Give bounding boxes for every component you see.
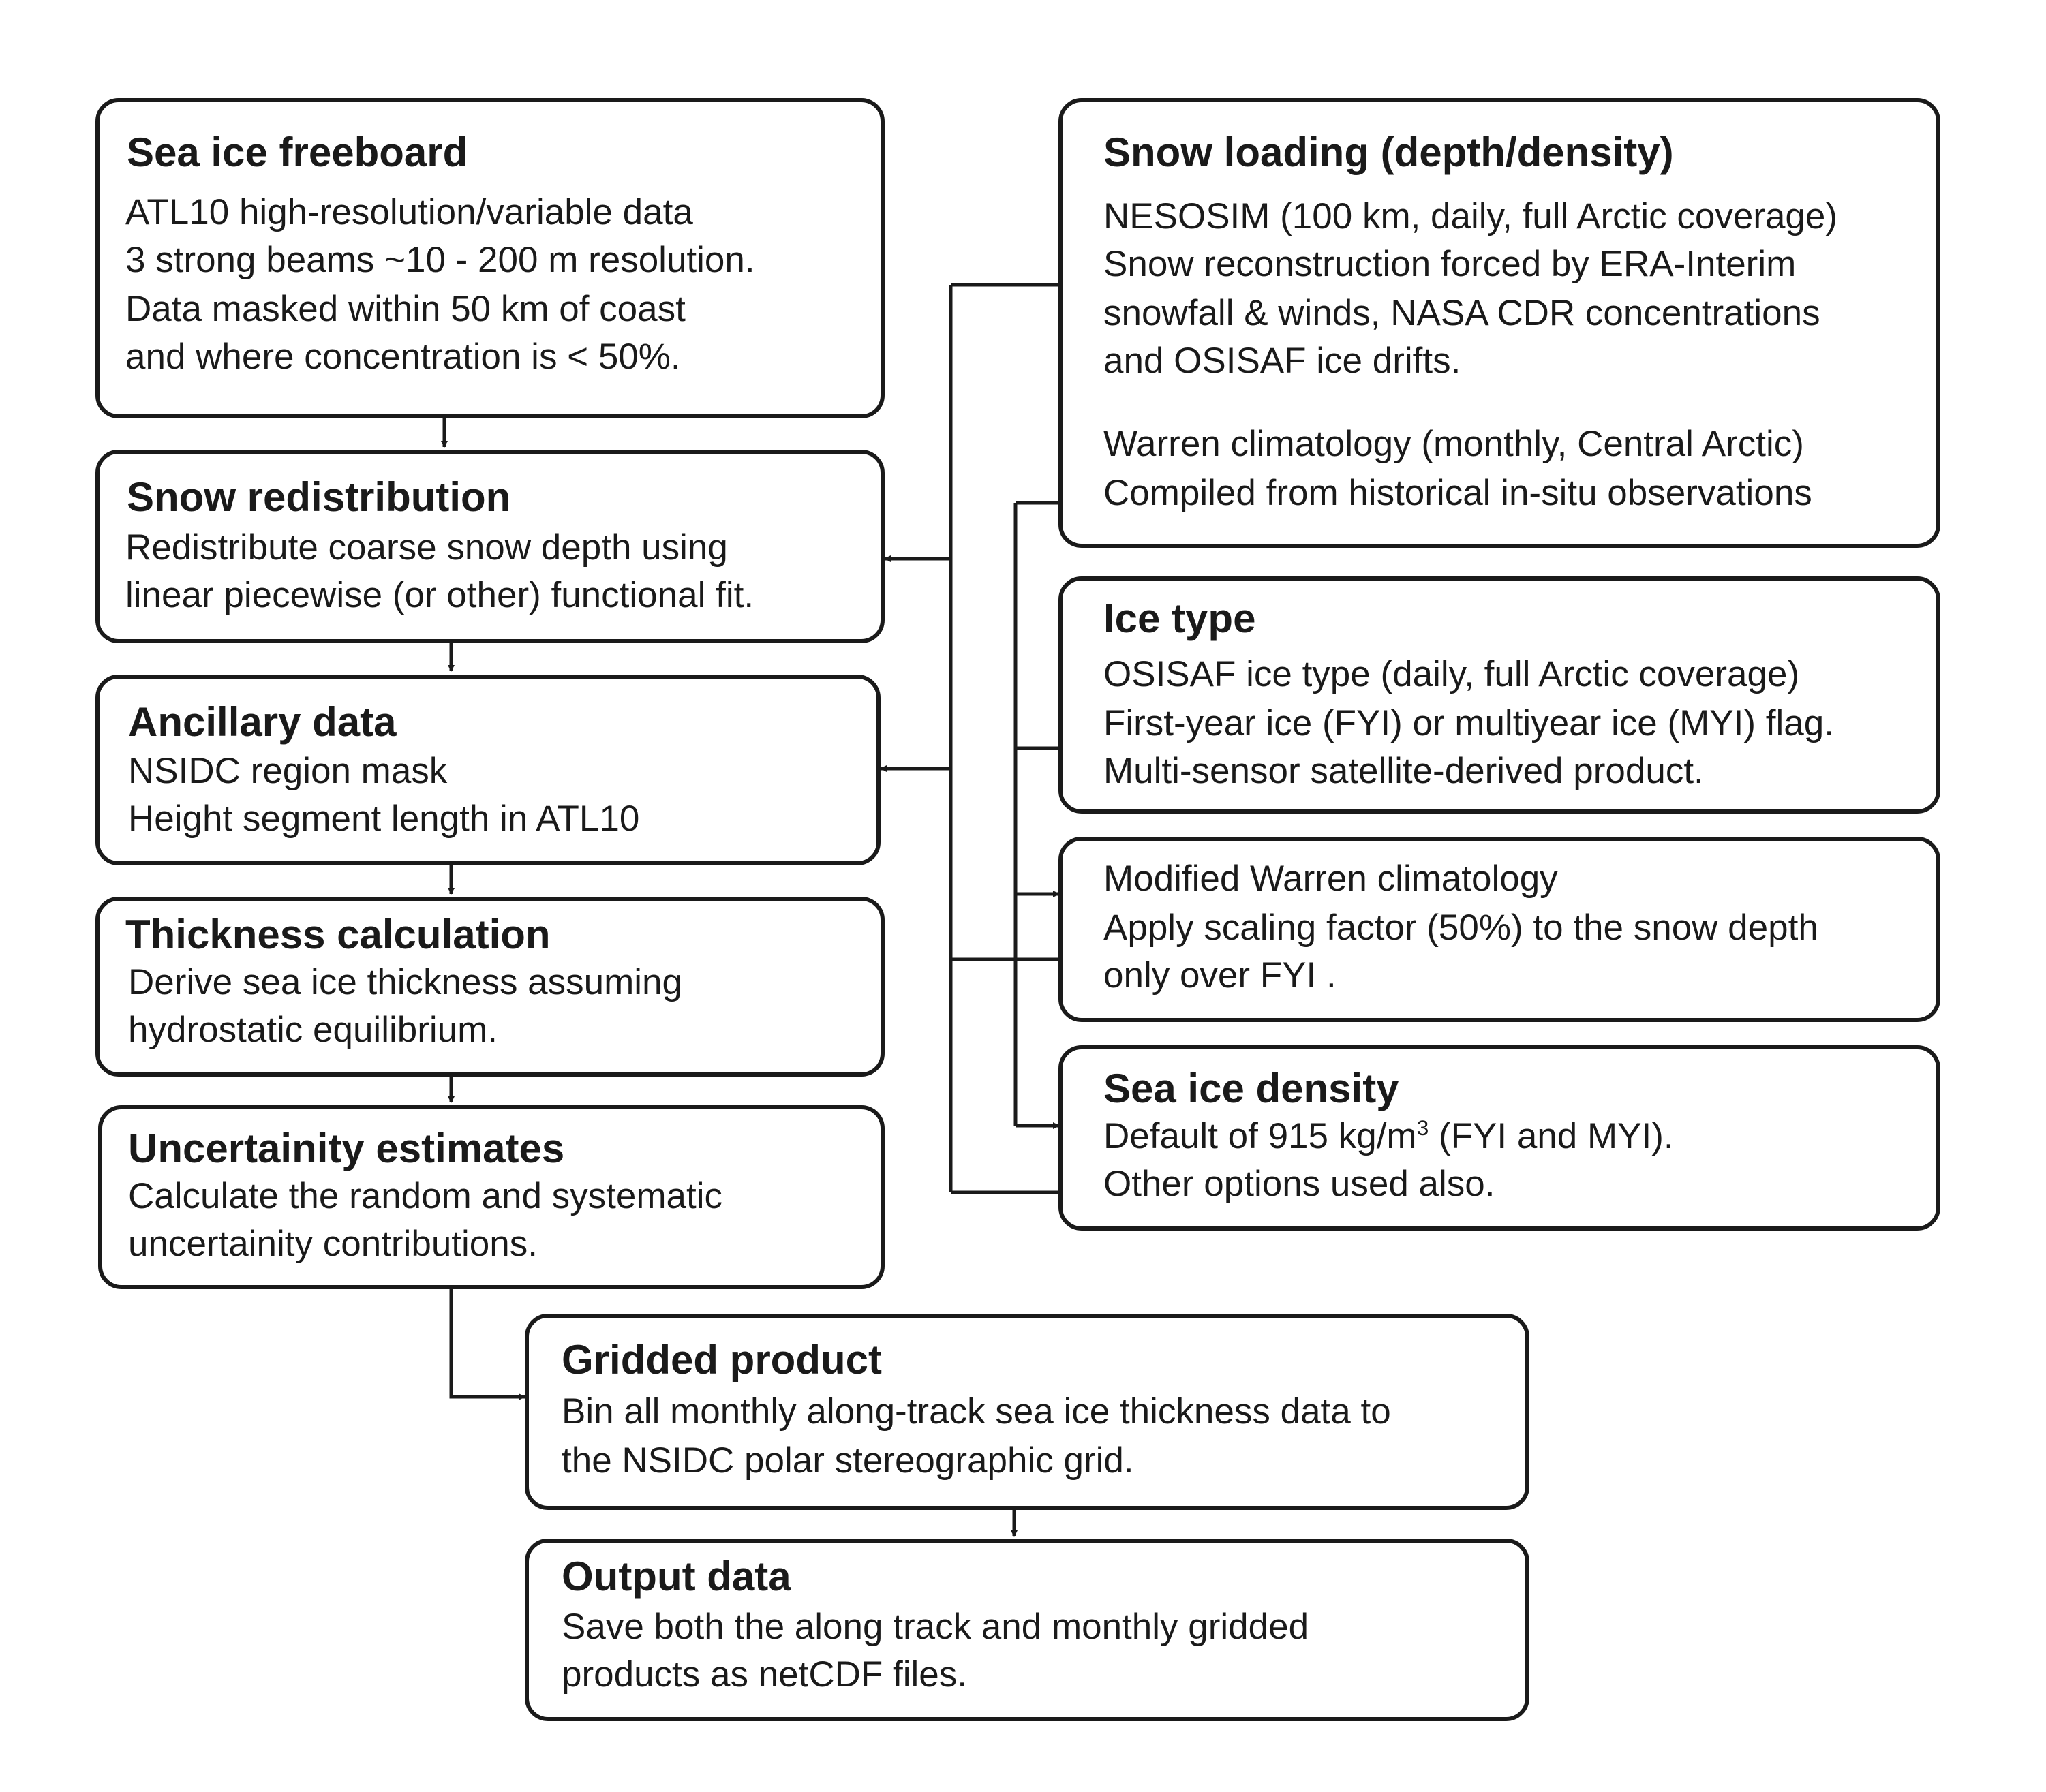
box-title: Snow redistribution	[127, 474, 511, 520]
box-text-line: Redistribute coarse snow depth using	[125, 527, 728, 568]
box-sea-ice-density: Sea ice density Default of 915 kg/m3 (FY…	[1058, 1045, 1940, 1231]
box-text-line: Warren climatology (monthly, Central Arc…	[1103, 424, 1804, 464]
box-title: Ice type	[1103, 596, 1256, 641]
box-title: Thickness calculation	[125, 912, 551, 957]
box-snow-redistribution: Snow redistribution Redistribute coarse …	[95, 450, 885, 643]
box-gridded-product: Gridded product Bin all monthly along-tr…	[525, 1314, 1529, 1510]
box-ice-type: Ice type OSISAF ice type (daily, full Ar…	[1058, 576, 1940, 814]
box-text-line: Multi-sensor satellite-derived product.	[1103, 751, 1704, 791]
box-text-line: Derive sea ice thickness assuming	[128, 962, 683, 1002]
box-text-line: Save both the along track and monthly gr…	[562, 1607, 1309, 1647]
box-text-line: Bin all monthly along-track sea ice thic…	[562, 1391, 1391, 1432]
box-ancillary-data: Ancillary data NSIDC region mask Height …	[95, 675, 881, 865]
box-uncertainity-estimates: Uncertainity estimates Calculate the ran…	[98, 1105, 885, 1289]
box-title: Ancillary data	[128, 699, 397, 745]
box-text-line: and OSISAF ice drifts.	[1103, 341, 1461, 381]
box-thickness-calculation: Thickness calculation Derive sea ice thi…	[95, 897, 885, 1077]
box-text-line: only over FYI .	[1103, 955, 1337, 995]
box-output-data: Output data Save both the along track an…	[525, 1539, 1529, 1721]
box-text-line: Height segment length in ATL10	[128, 799, 640, 839]
box-text-line: First-year ice (FYI) or multiyear ice (M…	[1103, 703, 1834, 743]
box-text-line: Compiled from historical in-situ observa…	[1103, 473, 1812, 513]
box-text-line: products as netCDF files.	[562, 1654, 968, 1695]
box-snow-loading: Snow loading (depth/density) NESOSIM (10…	[1058, 98, 1940, 548]
box-text-line: Apply scaling factor (50%) to the snow d…	[1103, 908, 1818, 948]
box-text-line: Data masked within 50 km of coast	[125, 289, 686, 329]
box-text-line: Calculate the random and systematic	[128, 1176, 722, 1216]
box-text-line: and where concentration is < 50%.	[125, 337, 681, 377]
density-note-text: (FYI and MYI).	[1429, 1116, 1674, 1156]
box-text-line: 3 strong beams ~10 - 200 m resolution.	[125, 240, 755, 280]
box-text-line: Modified Warren climatology	[1103, 859, 1558, 899]
box-text-line: the NSIDC polar stereographic grid.	[562, 1440, 1134, 1481]
box-title: Output data	[562, 1554, 791, 1599]
box-title: Sea ice freeboard	[127, 129, 468, 175]
box-modified-warren-climatology: Modified Warren climatology Apply scalin…	[1058, 837, 1940, 1022]
box-text-line: NSIDC region mask	[128, 751, 448, 791]
box-text-line: snowfall & winds, NASA CDR concentration…	[1103, 293, 1820, 333]
box-title: Snow loading (depth/density)	[1103, 129, 1674, 175]
box-text-line: uncertainity contributions.	[128, 1224, 538, 1264]
arrow-uncertainty-to-gridded	[449, 1289, 525, 1400]
box-text-line: Default of 915 kg/m3 (FYI and MYI).	[1103, 1115, 1674, 1158]
box-text-line: OSISAF ice type (daily, full Arctic cove…	[1103, 654, 1800, 694]
box-title: Uncertainity estimates	[128, 1126, 565, 1171]
box-text-line: Other options used also.	[1103, 1164, 1495, 1204]
box-text-line: Snow reconstruction forced by ERA-Interi…	[1103, 244, 1797, 284]
box-sea-ice-freeboard: Sea ice freeboard ATL10 high-resolution/…	[95, 98, 885, 418]
box-text-line: ATL10 high-resolution/variable data	[125, 192, 693, 232]
density-value-text: Default of 915 kg/m	[1103, 1116, 1417, 1156]
box-text-line: NESOSIM (100 km, daily, full Arctic cove…	[1103, 196, 1838, 236]
box-title: Sea ice density	[1103, 1066, 1399, 1111]
density-unit-superscript: 3	[1416, 1115, 1429, 1140]
box-title: Gridded product	[562, 1337, 882, 1382]
box-text-line: linear piecewise (or other) functional f…	[125, 575, 754, 615]
box-text-line: hydrostatic equilibrium.	[128, 1010, 498, 1050]
